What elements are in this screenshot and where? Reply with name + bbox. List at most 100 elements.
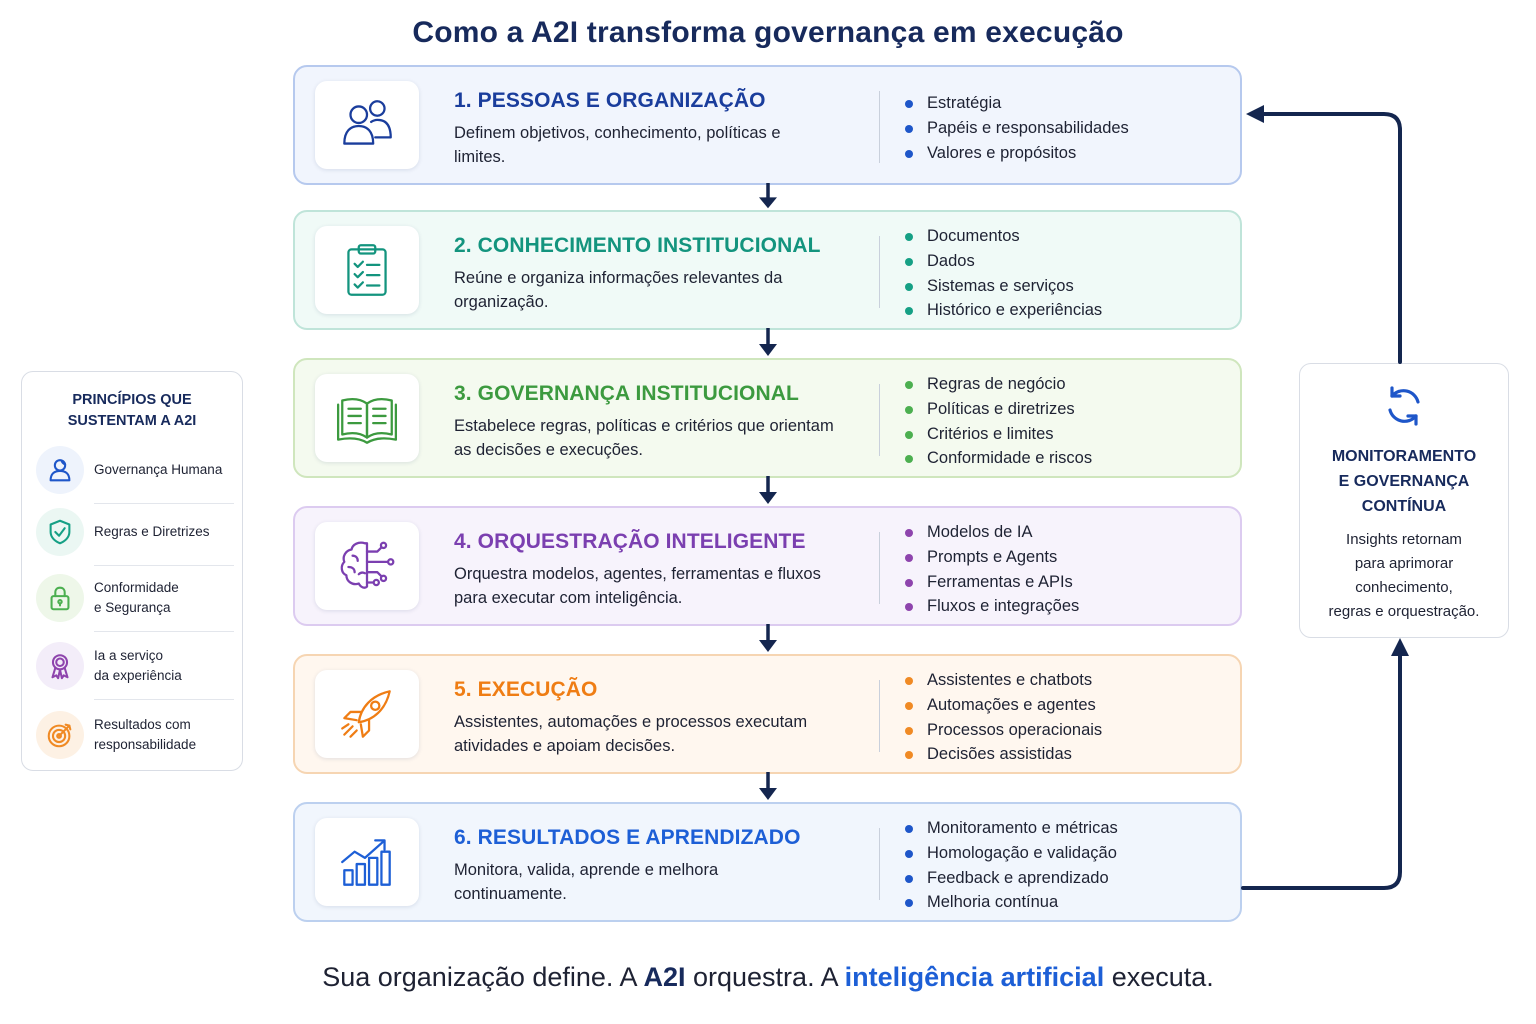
step-item-label: Conformidade e riscos [927,449,1093,468]
step-icon-box [315,374,419,462]
step-item-label: Modelos de IA [927,523,1033,541]
step-divider [879,828,880,900]
step-item-label: Ferramentas e APIs [927,572,1073,591]
bullet-dot [905,430,913,439]
step-description: Monitora, valida, aprende e melhora cont… [454,861,719,903]
step-icon-box [315,818,419,906]
step-item-label: Melhoria contínua [927,893,1059,912]
step-divider [879,680,880,752]
tagline-a2i: A2I [643,962,686,992]
principle-separator [94,631,234,632]
step-divider [879,91,880,163]
principle-label: Resultados com responsabilidade [94,717,197,752]
step-item: Valores e propósitos [905,141,1129,166]
step-item: Documentos [905,224,1102,249]
person-icon [36,446,84,494]
principles-title: PRINCÍPIOS QUE SUSTENTAM A A2I [67,392,197,429]
step-item-label: Documentos [927,227,1020,245]
lock-icon [36,574,84,622]
bullet-dot [905,381,913,389]
tagline: Sua organização define. A A2I orquestra.… [0,962,1536,993]
bullet-dot [905,874,913,883]
monitoring-panel: MONITORAMENTO E GOVERNANÇA CONTÍNUA Insi… [1299,363,1509,638]
step-description: Definem objetivos, conhecimento, polític… [454,124,781,166]
bullet-dot [905,124,913,133]
step-item: Melhoria contínua [905,890,1118,915]
bullet-dot [905,825,913,833]
page-title: Como a A2I transforma governança em exec… [412,16,1124,49]
step-item: Fluxos e integrações [905,594,1079,619]
step-card-4: 4. ORQUESTRAÇÃO INTELIGENTE Orquestra mo… [293,506,1242,626]
step-item-label: Sistemas e serviços [927,276,1074,295]
flow-arrow-down [759,624,777,652]
step-description: Assistentes, automações e processos exec… [454,713,808,755]
principle-separator [94,503,234,504]
principle-item: Regras e Diretrizes [36,500,234,566]
bullet-dot [905,282,913,291]
principle-item: Conformidade e Segurança [36,566,234,632]
step-item-label: Automações e agentes [927,695,1096,714]
step-item-label: Valores e propósitos [927,143,1077,162]
principle-label: Governança Humana [94,462,223,477]
book-icon [334,385,400,451]
step-item: Critérios e limites [905,422,1092,447]
bullet-dot [905,529,913,537]
step-item: Sistemas e serviços [905,274,1102,299]
step-icon-box [315,81,419,169]
people-icon [334,92,400,158]
step-item-label: Regras de negócio [927,375,1066,393]
flow-arrow-down [759,772,777,800]
step-card-3: 3. GOVERNANÇA INSTITUCIONAL Estabelece r… [293,358,1242,478]
award-icon [36,642,84,690]
step-title: 3. GOVERNANÇA INSTITUCIONAL [454,382,799,405]
principle-label: Conformidade e Segurança [94,580,179,615]
tagline-ai: inteligência artificial [844,962,1105,992]
step-item: Decisões assistidas [905,742,1102,767]
bullet-dot [905,899,913,908]
bullet-dot [905,233,913,241]
step-title: 2. CONHECIMENTO INSTITUCIONAL [454,234,821,257]
step-item-label: Políticas e diretrizes [927,399,1075,418]
step-item: Políticas e diretrizes [905,397,1092,422]
step-item: Conformidade e riscos [905,446,1092,471]
bullet-dot [905,751,913,760]
step-item-label: Feedback e aprendizado [927,868,1109,887]
step-item: Automações e agentes [905,693,1102,718]
step-item-label: Prompts e Agents [927,547,1058,566]
step-item-label: Assistentes e chatbots [927,671,1093,689]
step-item-label: Processos operacionais [927,720,1103,739]
monitoring-description: Insights retornam para aprimorar conheci… [1328,531,1480,620]
step-item: Processos operacionais [905,718,1102,743]
step-item-label: Decisões assistidas [927,745,1072,764]
step-description: Orquestra modelos, agentes, ferramentas … [454,565,821,607]
step-item: Estratégia [905,91,1129,116]
step-item-label: Homologação e validação [927,843,1117,862]
step-description: Estabelece regras, políticas e critérios… [454,417,834,459]
tagline-part1: Sua organização define. A [322,962,644,992]
step-item: Feedback e aprendizado [905,866,1118,891]
step-divider [879,532,880,604]
step-description: Reúne e organiza informações relevantes … [454,269,783,311]
bullet-dot [905,726,913,735]
step-item-label: Fluxos e integrações [927,597,1080,616]
flow-arrow-down [759,476,777,504]
step-item: Regras de negócio [905,372,1092,397]
principle-separator [94,565,234,566]
principle-label: Regras e Diretrizes [94,524,210,539]
rocket-icon [334,681,400,747]
step-item-label: Estratégia [927,94,1002,112]
step-title: 4. ORQUESTRAÇÃO INTELIGENTE [454,530,806,553]
step-icon-box [315,522,419,610]
step-item: Assistentes e chatbots [905,668,1102,693]
step-item-label: Dados [927,251,975,270]
bullet-dot [905,677,913,685]
shield-check-icon [36,508,84,556]
bullet-dot [905,257,913,266]
step-card-2: 2. CONHECIMENTO INSTITUCIONAL Reúne e or… [293,210,1242,330]
principles-panel: PRINCÍPIOS QUE SUSTENTAM A A2I Governanç… [21,371,243,771]
step-item: Homologação e validação [905,841,1118,866]
